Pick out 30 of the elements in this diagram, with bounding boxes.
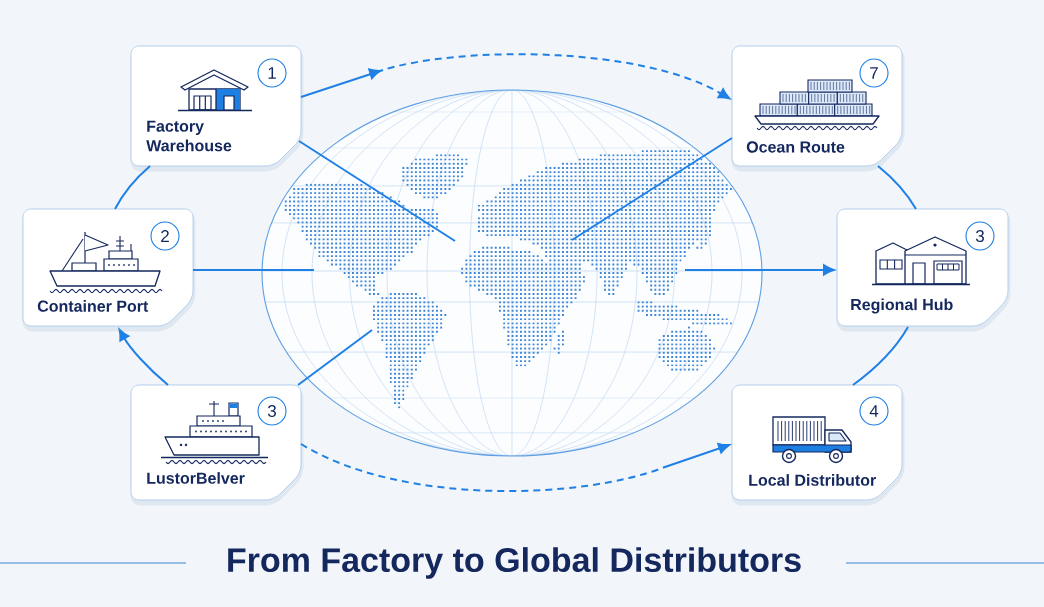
number-badge: 1: [257, 58, 287, 88]
card: [731, 45, 905, 172]
connector-line: [114, 165, 151, 210]
number-badge: 2: [150, 221, 180, 251]
card-label: Regional Hub: [851, 298, 953, 314]
card: [22, 208, 196, 332]
number-badge: 4: [859, 396, 889, 426]
dashed-arrow: [300, 53, 731, 100]
card-label: Ocean Route: [746, 141, 845, 153]
dashed-arrow: [300, 442, 730, 492]
card: [731, 384, 905, 506]
number-badge: 3: [965, 221, 995, 251]
connector-line: [852, 326, 909, 386]
connector-line: [571, 137, 733, 241]
card-label: LustorBelver: [147, 472, 245, 484]
connector-line: [877, 165, 917, 210]
connector-line: [298, 140, 456, 242]
title: From Factory to Global Distributors: [228, 547, 801, 579]
connector-line: [297, 329, 373, 386]
number-badge: 7: [859, 58, 889, 88]
arrow: [684, 264, 835, 276]
connector-line: [192, 269, 315, 271]
card-label: Local Distributor: [749, 474, 876, 486]
card: [130, 384, 304, 506]
card: [130, 45, 304, 172]
arrow: [118, 328, 169, 386]
number-badge: 3: [257, 396, 287, 426]
card: [836, 208, 1011, 332]
card-label: Container Port: [37, 300, 149, 312]
card-label: Factory Warehouse: [146, 120, 232, 152]
